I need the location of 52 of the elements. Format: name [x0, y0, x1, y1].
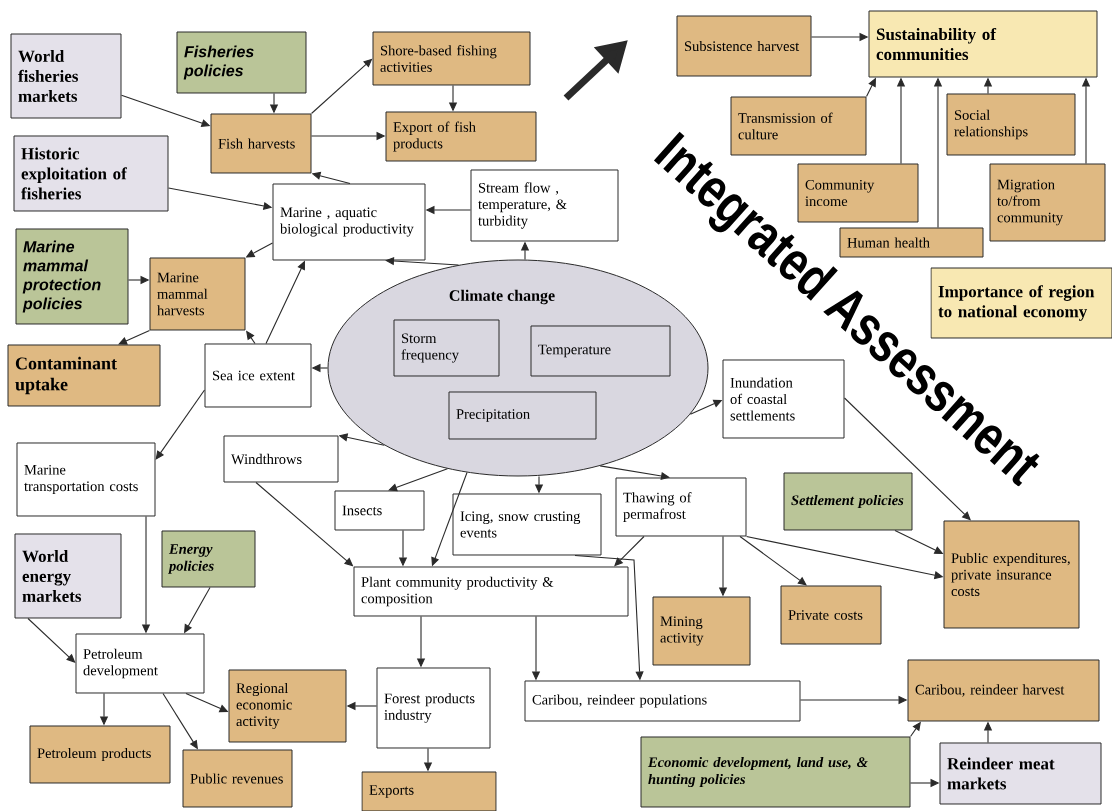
- factor-box: Plant community productivity & composition: [353, 566, 629, 617]
- market-box: Historic exploitation of fisheries: [13, 135, 169, 212]
- policy-box: Economic development, land use, & hunting policies: [640, 736, 911, 808]
- factor-box: Stream flow , temperature, & turbidity: [470, 169, 619, 242]
- factor-box: Petroleum development: [75, 633, 205, 694]
- impact-box: Human health: [839, 227, 984, 258]
- arrow: [155, 389, 206, 460]
- impact-box: Contaminant uptake: [7, 344, 161, 407]
- impact-box: Mining activity: [652, 596, 751, 666]
- market-box: World energy markets: [14, 533, 122, 619]
- factor-box: Inundation of coastal settlements: [722, 359, 845, 439]
- impact-box: Marine mammal harvests: [149, 257, 246, 331]
- outcome-box: Sustainability of communities: [868, 10, 1098, 78]
- policy-box: Energy policies: [161, 530, 256, 588]
- impact-box: Public expenditures, private insurance costs: [943, 520, 1080, 629]
- impact-box: Export of fish products: [385, 111, 537, 162]
- arrow: [255, 481, 354, 567]
- impact-box: Shore-based fishing activities: [372, 31, 531, 86]
- factor-box: Icing, snow crusting events: [452, 493, 602, 556]
- arrow: [843, 397, 971, 521]
- market-box: World fisheries markets: [10, 33, 122, 119]
- impact-box: Exports: [361, 771, 497, 811]
- factor-box: Insects: [334, 490, 425, 531]
- factor-box: Sea ice extent: [204, 343, 312, 408]
- arrow: [27, 617, 76, 663]
- factor-box: Windthrows: [223, 435, 339, 483]
- factor-box: Marine , aquatic biological productivity: [272, 183, 426, 261]
- factor-box: Marine transportation costs: [16, 442, 156, 517]
- policy-box: Settlement policies: [783, 472, 913, 531]
- arrow: [739, 535, 807, 586]
- impact-box: Fish harvests: [210, 113, 312, 174]
- impact-box: Private costs: [780, 585, 882, 645]
- impact-box: Subsistence harvest: [676, 15, 812, 77]
- market-box: Reindeer meat markets: [939, 742, 1102, 805]
- climate-variable-box: Precipitation: [448, 391, 597, 440]
- climate-variable-box: Storm frequency: [393, 319, 500, 377]
- climate-variable-box: Temperature: [530, 325, 671, 377]
- impact-box: Petroleum products: [29, 725, 171, 784]
- policy-box: Fisheries policies: [176, 31, 307, 94]
- arrow: [310, 58, 373, 115]
- factor-box: Thawing of permafrost: [615, 477, 747, 537]
- impact-box: Caribou, reindeer harvest: [907, 659, 1100, 722]
- arrow: [118, 329, 151, 345]
- impact-box: Regional economic activity: [228, 669, 347, 743]
- arrow: [388, 468, 448, 492]
- impact-box: Migration to/from community: [989, 163, 1106, 242]
- impact-box: Social relationships: [946, 93, 1076, 156]
- policy-box: Marine mammal protection policies: [15, 228, 129, 325]
- arrow: [614, 535, 645, 567]
- factor-box: Caribou, reindeer populations: [524, 680, 801, 722]
- factor-box: Forest products industry: [376, 667, 491, 749]
- impact-box: Public revenues: [182, 749, 293, 808]
